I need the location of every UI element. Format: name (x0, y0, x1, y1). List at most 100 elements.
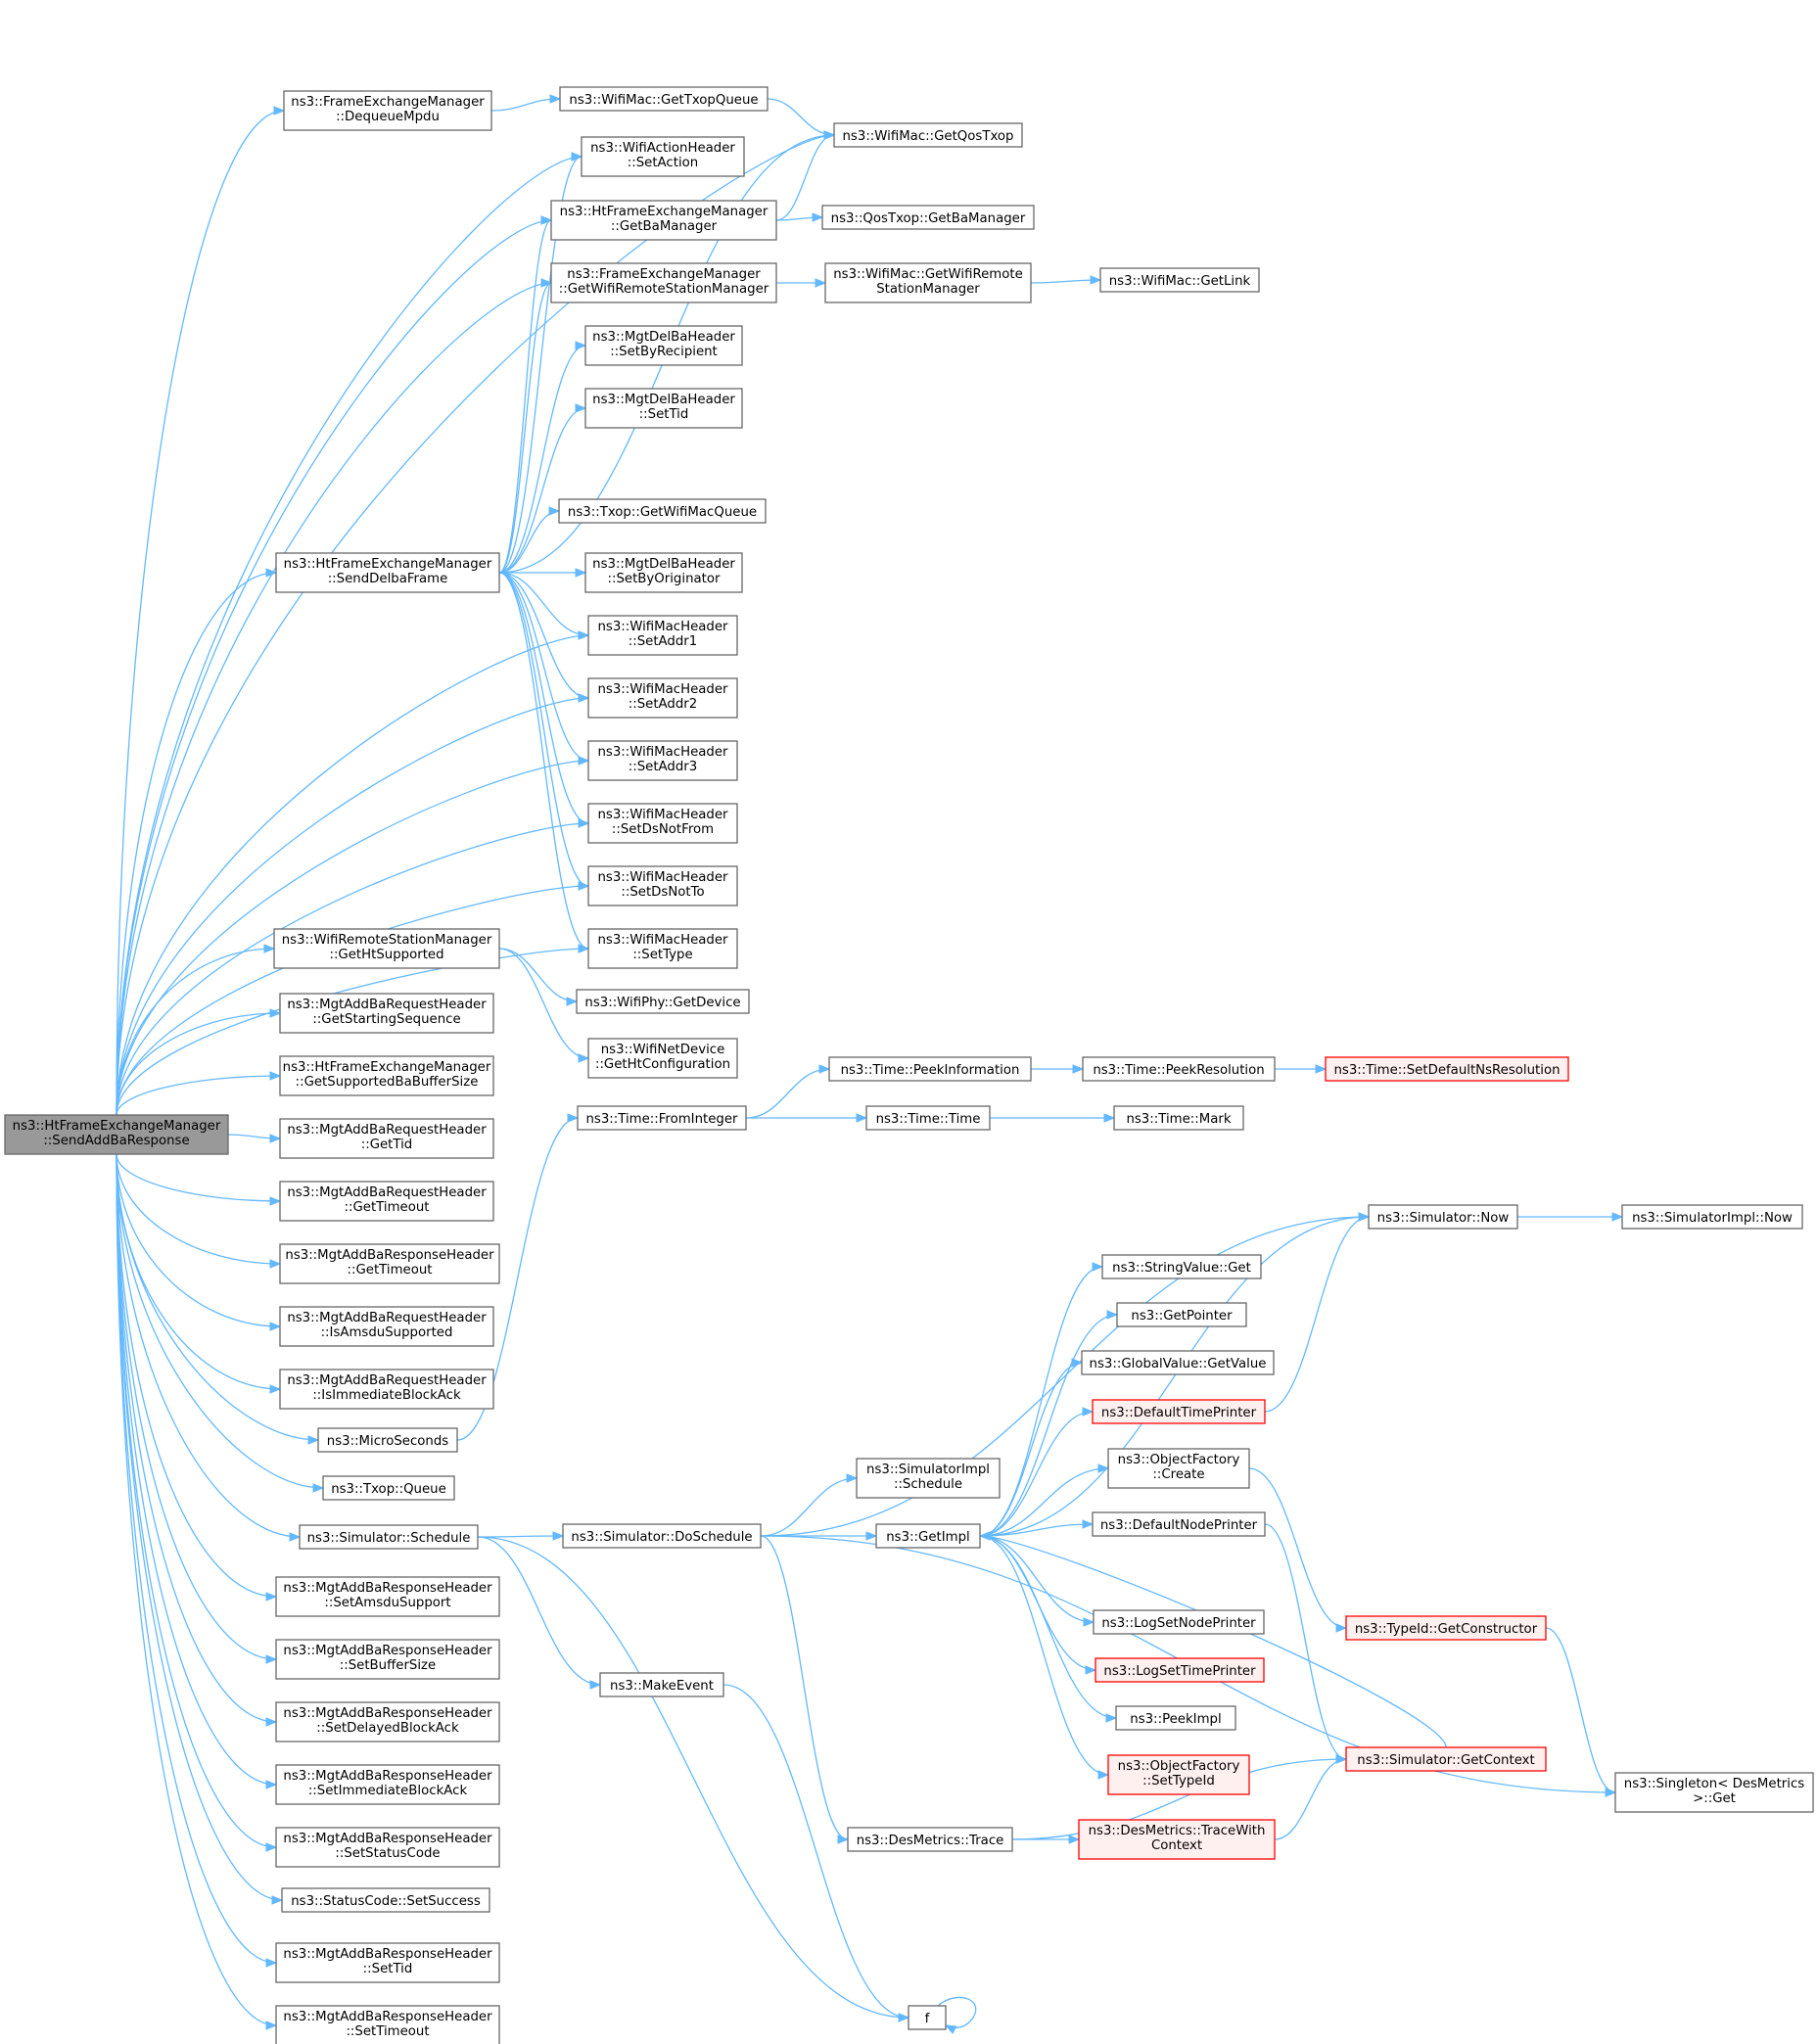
node-simSchedule[interactable]: ns3::Simulator::Schedule (299, 1524, 479, 1550)
node-setImmediate[interactable]: ns3::MgtAddBaResponseHeader::SetImmediat… (275, 1764, 500, 1805)
node-f[interactable]: f (908, 2005, 947, 2030)
arrowhead-getQosTxop (823, 130, 836, 140)
node-getPointer[interactable]: ns3::GetPointer (1116, 1302, 1247, 1327)
node-defTimePrinter-box (1092, 1399, 1266, 1424)
node-implNow-label-0: ns3::SimulatorImpl::Now (1632, 1211, 1793, 1226)
node-implNow[interactable]: ns3::SimulatorImpl::Now (1621, 1204, 1803, 1230)
node-txopQueue[interactable]: ns3::Txop::Queue (322, 1475, 455, 1501)
node-globalGetValue[interactable]: ns3::GlobalValue::GetValue (1081, 1350, 1275, 1375)
node-setAddr3[interactable]: ns3::WifiMacHeader::SetAddr3 (587, 740, 738, 781)
node-getHtConfig[interactable]: ns3::WifiNetDevice::GetHtConfiguration (587, 1038, 738, 1079)
node-traceWithCtx-label-0: ns3::DesMetrics::TraceWith (1089, 1824, 1266, 1838)
node-desTrace[interactable]: ns3::DesMetrics::Trace (847, 1827, 1013, 1852)
node-implSchedule-label-1: ::Schedule (894, 1477, 962, 1492)
edge-doSchedule-to-implSchedule (760, 1477, 858, 1537)
arrowhead-setByOriginator (575, 568, 587, 578)
node-getContext[interactable]: ns3::Simulator::GetContext (1345, 1746, 1547, 1772)
node-setByRecipient[interactable]: ns3::MgtDelBaHeader::SetByRecipient (584, 325, 743, 366)
node-setAddr2[interactable]: ns3::WifiMacHeader::SetAddr2 (587, 677, 738, 719)
node-setAddr3-label-0: ns3::WifiMacHeader (597, 745, 728, 760)
arrowhead-getConstructor (1335, 1623, 1348, 1633)
arrowhead-implNow (1611, 1212, 1624, 1222)
arrowhead-f (944, 2024, 957, 2034)
node-fromInteger[interactable]: ns3::Time::FromInteger (577, 1105, 747, 1131)
arrowhead-dequeueMpdu (273, 106, 286, 116)
node-simNow[interactable]: ns3::Simulator::Now (1368, 1204, 1518, 1230)
node-setSuccess[interactable]: ns3::StatusCode::SetSuccess (281, 1887, 490, 1913)
node-objFactCreate-box (1107, 1448, 1250, 1489)
node-logSetTime[interactable]: ns3::LogSetTimePrinter (1095, 1657, 1265, 1683)
node-reqGetTid[interactable]: ns3::MgtAddBaRequestHeader::GetTid (279, 1118, 494, 1159)
node-setDsNotFrom[interactable]: ns3::WifiMacHeader::SetDsNotFrom (587, 803, 738, 844)
node-defTimePrinter[interactable]: ns3::DefaultTimePrinter (1092, 1399, 1266, 1424)
node-setAddr1[interactable]: ns3::WifiMacHeader::SetAddr1 (587, 615, 738, 656)
node-getTxopQueue[interactable]: ns3::WifiMac::GetTxopQueue (559, 86, 769, 112)
node-sendDelbaFrame[interactable]: ns3::HtFrameExchangeManager::SendDelbaFr… (275, 552, 500, 593)
node-qosGetBaManager[interactable]: ns3::QosTxop::GetBaManager (821, 205, 1035, 230)
node-timeMark[interactable]: ns3::Time::Mark (1113, 1105, 1244, 1131)
node-setType-box (587, 928, 738, 969)
node-dequeueMpdu[interactable]: ns3::FrameExchangeManager::DequeueMpdu (283, 90, 492, 131)
node-getWifiRsm-label-1: ::GetWifiRemoteStationManager (559, 282, 769, 297)
node-logSetNode[interactable]: ns3::LogSetNodePrinter (1093, 1609, 1265, 1635)
arrowhead-globalGetValue (1071, 1358, 1084, 1368)
node-getWifiRsm[interactable]: ns3::FrameExchangeManager::GetWifiRemote… (550, 262, 777, 303)
node-peekRes[interactable]: ns3::Time::PeekResolution (1082, 1056, 1276, 1082)
node-getBaManager-label-0: ns3::HtFrameExchangeManager (560, 205, 769, 219)
node-setDelayed[interactable]: ns3::MgtAddBaResponseHeader::SetDelayedB… (275, 1701, 500, 1742)
node-setAmsdu[interactable]: ns3::MgtAddBaResponseHeader::SetAmsduSup… (275, 1576, 500, 1617)
node-microSeconds[interactable]: ns3::MicroSeconds (317, 1427, 458, 1453)
node-setTypeId[interactable]: ns3::ObjectFactory::SetTypeId (1107, 1754, 1250, 1795)
node-setType[interactable]: ns3::WifiMacHeader::SetType (587, 928, 738, 969)
node-respSetTimeout[interactable]: ns3::MgtAddBaResponseHeader::SetTimeout (275, 2005, 500, 2044)
node-singletonGet[interactable]: ns3::Singleton< DesMetrics>::Get (1614, 1772, 1814, 1813)
edge-root-to-setAddr2 (116, 697, 589, 1116)
node-getDevice[interactable]: ns3::WifiPhy::GetDevice (576, 989, 750, 1014)
node-setAction[interactable]: ns3::WifiActionHeader::SetAction (581, 136, 745, 177)
node-setStatusCode[interactable]: ns3::MgtAddBaResponseHeader::SetStatusCo… (275, 1827, 500, 1868)
node-getQosTxop-label-0: ns3::WifiMac::GetQosTxop (843, 129, 1014, 144)
node-timeTime[interactable]: ns3::Time::Time (865, 1105, 991, 1131)
node-setDefNsRes[interactable]: ns3::Time::SetDefaultNsResolution (1325, 1056, 1569, 1082)
node-getBaManager[interactable]: ns3::HtFrameExchangeManager::GetBaManage… (550, 200, 777, 241)
edge-doSchedule-to-simNow (760, 1216, 1370, 1537)
node-reqGetTimeout[interactable]: ns3::MgtAddBaRequestHeader::GetTimeout (279, 1181, 494, 1222)
node-peekRes-label-0: ns3::Time::PeekResolution (1093, 1063, 1264, 1078)
node-reqGetTimeout-label-0: ns3::MgtAddBaRequestHeader (287, 1185, 487, 1200)
node-delbaSetTid[interactable]: ns3::MgtDelBaHeader::SetTid (584, 388, 743, 429)
edge-root-to-setBufferSize (116, 1153, 277, 1660)
edge-objFactCreate-to-getConstructor (1248, 1467, 1347, 1629)
node-getWifiMacQueue[interactable]: ns3::Txop::GetWifiMacQueue (558, 498, 767, 524)
node-f-box (908, 2005, 947, 2030)
node-getBaManager-box (550, 200, 777, 241)
node-getPointer-label-0: ns3::GetPointer (1131, 1309, 1233, 1324)
node-respSetTid[interactable]: ns3::MgtAddBaResponseHeader::SetTid (275, 1942, 500, 1983)
node-setDsNotTo[interactable]: ns3::WifiMacHeader::SetDsNotTo (587, 865, 738, 906)
node-makeEvent-label-0: ns3::MakeEvent (610, 1679, 714, 1694)
node-doSchedule[interactable]: ns3::Simulator::DoSchedule (562, 1523, 762, 1549)
node-root[interactable]: ns3::HtFrameExchangeManager::SendAddBaRe… (4, 1114, 229, 1155)
node-getQosTxop[interactable]: ns3::WifiMac::GetQosTxop (833, 122, 1023, 148)
node-setBufferSize[interactable]: ns3::MgtAddBaResponseHeader::SetBufferSi… (275, 1639, 500, 1680)
node-setByOriginator[interactable]: ns3::MgtDelBaHeader::SetByOriginator (584, 552, 743, 593)
node-peekInfo[interactable]: ns3::Time::PeekInformation (828, 1056, 1032, 1082)
node-stringGet[interactable]: ns3::StringValue::Get (1101, 1254, 1262, 1279)
node-respGetTimeout[interactable]: ns3::MgtAddBaResponseHeader::GetTimeout (279, 1243, 500, 1284)
node-getLink[interactable]: ns3::WifiMac::GetLink (1099, 267, 1260, 293)
node-peekImpl[interactable]: ns3::PeekImpl (1115, 1705, 1236, 1731)
node-isImmediate[interactable]: ns3::MgtAddBaRequestHeader::IsImmediateB… (279, 1369, 494, 1410)
node-defNodePrinter[interactable]: ns3::DefaultNodePrinter (1092, 1511, 1266, 1537)
node-macGetWifiRsm[interactable]: ns3::WifiMac::GetWifiRemoteStationManage… (824, 262, 1032, 303)
node-getConstructor[interactable]: ns3::TypeId::GetConstructor (1345, 1615, 1547, 1641)
node-objFactCreate[interactable]: ns3::ObjectFactory::Create (1107, 1448, 1250, 1489)
node-implSchedule[interactable]: ns3::SimulatorImpl::Schedule (856, 1458, 1001, 1499)
node-getStartingSeq[interactable]: ns3::MgtAddBaRequestHeader::GetStartingS… (279, 993, 494, 1034)
node-isAmsdu[interactable]: ns3::MgtAddBaRequestHeader::IsAmsduSuppo… (279, 1306, 494, 1347)
edge-root-to-setSuccess (116, 1153, 283, 1901)
node-getSupBaBuf[interactable]: ns3::HtFrameExchangeManager::GetSupporte… (279, 1055, 494, 1096)
arrowhead-getPointer (1106, 1310, 1119, 1320)
node-getImpl[interactable]: ns3::GetImpl (875, 1523, 981, 1549)
node-getHtSupported[interactable]: ns3::WifiRemoteStationManager::GetHtSupp… (273, 928, 500, 969)
node-makeEvent[interactable]: ns3::MakeEvent (599, 1672, 724, 1697)
